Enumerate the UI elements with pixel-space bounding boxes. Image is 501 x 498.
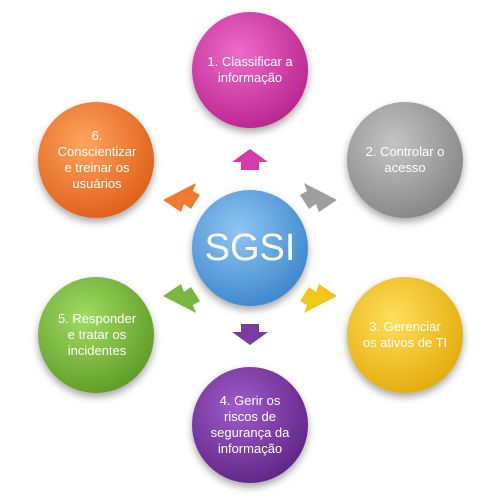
node-circle-controlar xyxy=(347,102,463,218)
node-label-gerenciar: 3. Gerenciar os ativos de TI xyxy=(362,319,448,350)
node-circle-responder xyxy=(38,277,154,393)
center-circle xyxy=(192,190,308,306)
arrow-down-right xyxy=(300,284,337,313)
center-label: SGSI xyxy=(204,226,296,269)
arrow-down xyxy=(232,324,268,345)
arrow-up-right xyxy=(300,183,337,212)
node-label-classificar: 1. Classificar a informação xyxy=(207,54,293,85)
node-label-gerir: 4. Gerir os riscos de segurança da infor… xyxy=(210,393,290,456)
node-circle-gerenciar xyxy=(347,277,463,393)
node-circle-gerir xyxy=(192,367,308,483)
node-label-conscientizar: 6. Conscientizar e treinar os usuários xyxy=(57,128,137,191)
node-label-controlar: 2. Controlar o acesso xyxy=(365,144,445,175)
node-circle-classificar xyxy=(192,12,308,128)
node-label-responder: 5. Responder e tratar os incidentes xyxy=(57,311,137,358)
arrow-up xyxy=(232,149,268,170)
node-circle-conscientizar xyxy=(38,102,154,218)
arrow-down-left xyxy=(163,284,200,313)
arrow-up-left xyxy=(163,183,200,212)
